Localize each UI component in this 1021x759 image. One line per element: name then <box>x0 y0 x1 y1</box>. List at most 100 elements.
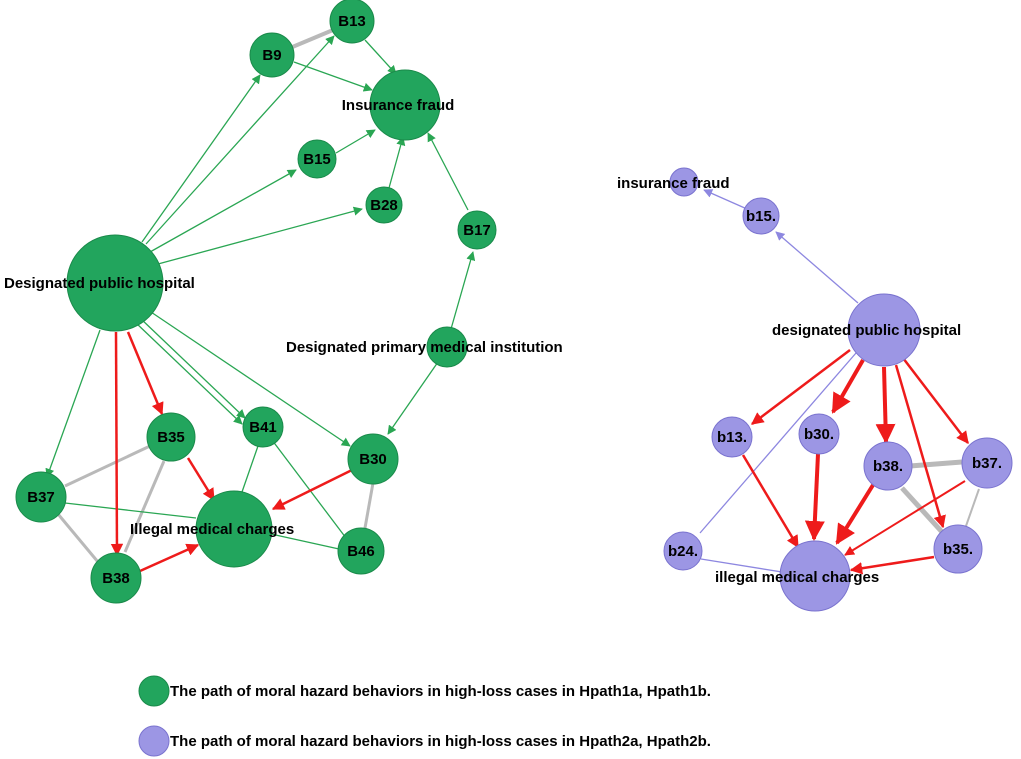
green-nodes <box>15 0 497 604</box>
legend: The path of moral hazard behaviors in hi… <box>138 675 711 757</box>
green-edges <box>45 28 476 573</box>
edge-b41-illegal <box>241 445 259 493</box>
edge-b37-illegal <box>64 502 197 519</box>
label-b30p: b30. <box>804 426 834 443</box>
edge-b15-fraud <box>703 189 748 210</box>
node-b41 <box>242 406 284 448</box>
label-b41: B41 <box>249 419 277 436</box>
edge-hospital-b30 <box>147 309 351 447</box>
node-b9 <box>249 32 295 78</box>
node-b35 <box>146 412 196 462</box>
edge-b37-b38 <box>56 513 100 563</box>
label-b15p: b15. <box>746 208 776 225</box>
purple-nodes <box>663 167 1013 612</box>
edge-hospital-b35 <box>126 331 164 416</box>
edge-b9-b13 <box>289 28 334 50</box>
edge-hospital-b15 <box>149 169 297 253</box>
edge-hospital-b38 <box>875 366 896 444</box>
label-b17: B17 <box>463 222 491 239</box>
legend-purple-label: The path of moral hazard behaviors in hi… <box>170 733 711 750</box>
edge-hospital-b15 <box>775 231 859 304</box>
edge-hospital-b37 <box>902 357 969 444</box>
label-b38p: b38. <box>873 458 903 475</box>
edge-b38-b37 <box>909 459 963 469</box>
edge-hospital-b13 <box>145 35 335 245</box>
purple-edges <box>699 189 980 575</box>
edge-hospital-b13 <box>751 349 851 425</box>
label-primary-institution: Designated primary medical institution <box>286 339 563 356</box>
legend-green-swatch <box>138 675 170 707</box>
edge-b37-b35 <box>965 488 980 527</box>
node-b37 <box>15 471 67 523</box>
edge-b9-fraud <box>293 61 373 92</box>
label-p-illegal-charges: illegal medical charges <box>715 569 879 586</box>
green-labels: B13 B9 Insurance fraud B15 B28 B17 Desig… <box>4 13 563 587</box>
label-illegal-charges: Illegal medical charges <box>130 521 294 538</box>
node-b17 <box>457 210 497 250</box>
edge-hospital-b30 <box>831 359 865 414</box>
node-illegal-charges <box>195 490 273 568</box>
edge-b24-illegal <box>700 558 783 573</box>
edge-hospital-b38 <box>110 331 124 557</box>
node-b30 <box>347 433 399 485</box>
label-p-insurance-fraud: insurance fraud <box>617 175 730 192</box>
label-b35p: b35. <box>943 541 973 558</box>
node-p-illegal-charges <box>779 540 851 612</box>
edge-primary-b30 <box>387 361 439 435</box>
edge-b13-fraud <box>364 39 397 75</box>
label-p-public-hospital: designated public hospital <box>772 322 961 339</box>
label-b35: B35 <box>157 429 185 446</box>
node-b28 <box>365 186 403 224</box>
node-b24p <box>663 531 703 571</box>
edge-primary-b17 <box>450 251 476 330</box>
edge-hospital-b41-b <box>134 321 243 425</box>
label-b9: B9 <box>262 47 281 64</box>
edge-b35-illegal <box>186 457 216 502</box>
edge-b38-b35 <box>123 460 166 553</box>
node-b13 <box>329 0 375 44</box>
edge-b41-b46 <box>271 439 347 539</box>
node-b13p <box>711 416 753 458</box>
node-b38 <box>90 552 142 604</box>
edge-hospital-b9 <box>141 74 261 243</box>
edge-hospital-b37 <box>45 329 101 478</box>
label-b30: B30 <box>359 451 387 468</box>
edge-b37-b35 <box>64 444 151 488</box>
node-b35p <box>933 524 983 574</box>
edge-b13-illegal <box>741 454 800 549</box>
edge-b28-fraud <box>388 136 406 189</box>
legend-green-label: The path of moral hazard behaviors in hi… <box>170 683 711 700</box>
edge-b37-illegal <box>844 480 966 556</box>
edge-b38-illegal <box>139 543 200 573</box>
node-public-hospital <box>66 234 164 332</box>
purple-labels: insurance fraud b15. designated public h… <box>617 175 1002 586</box>
node-p-insurance-fraud <box>669 167 699 197</box>
edge-b46-illegal <box>261 529 340 550</box>
node-b38p <box>863 441 913 491</box>
node-primary-institution <box>426 326 468 368</box>
node-b30p <box>798 413 840 455</box>
label-public-hospital: Designated public hospital <box>4 275 195 292</box>
label-insurance-fraud: Insurance fraud <box>342 97 455 114</box>
edge-hospital-b35 <box>894 364 946 529</box>
label-b37p: b37. <box>972 455 1002 472</box>
label-b37: B37 <box>27 489 55 506</box>
label-b28: B28 <box>370 197 398 214</box>
legend-purple-swatch <box>138 725 170 757</box>
edge-b30-b46 <box>363 482 375 529</box>
label-b24p: b24. <box>668 543 698 560</box>
node-b15p <box>742 197 780 235</box>
node-insurance-fraud <box>369 69 441 141</box>
edge-b15-fraud <box>335 129 376 154</box>
node-b46 <box>337 527 385 575</box>
edge-b17-fraud <box>427 132 469 211</box>
label-b15: B15 <box>303 151 331 168</box>
edge-b38-b35 <box>900 486 944 534</box>
label-b13p: b13. <box>717 429 747 446</box>
edge-b38-illegal <box>835 483 875 545</box>
label-b46: B46 <box>347 543 375 560</box>
node-p-public-hospital <box>847 293 921 367</box>
node-b15 <box>297 139 337 179</box>
edge-b30-illegal <box>804 453 825 541</box>
